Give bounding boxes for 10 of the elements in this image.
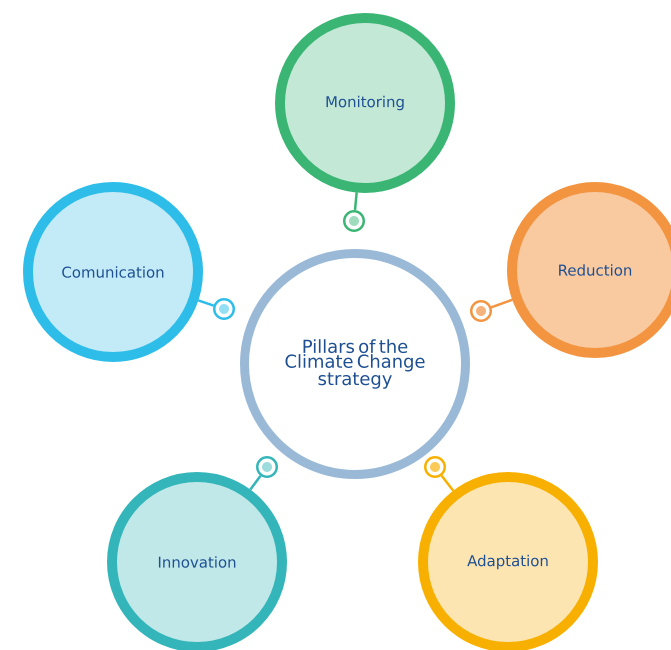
connector-line [354, 192, 358, 210]
connector-dot [424, 456, 446, 478]
connector-dot [213, 298, 235, 320]
connector-dot [256, 456, 278, 478]
connector-line [490, 298, 513, 308]
connector-line [440, 474, 454, 492]
connector-line [249, 475, 262, 490]
connector-dot [470, 300, 492, 322]
connector-dot [343, 210, 365, 232]
connector-line [198, 299, 214, 307]
